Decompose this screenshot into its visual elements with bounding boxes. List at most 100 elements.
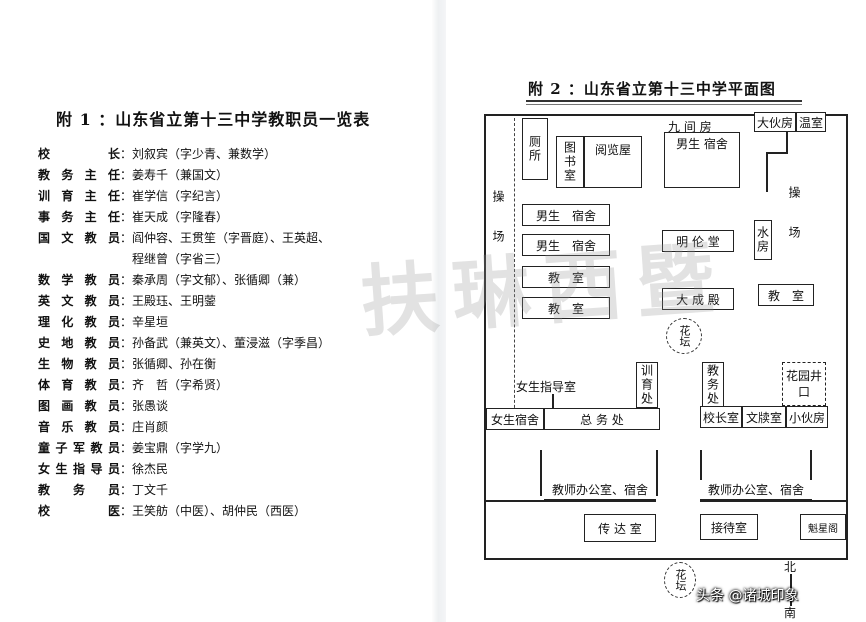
arrow-line [552,394,554,408]
staff-role: 英文教员 [38,294,120,308]
staff-role: 女生指导员 [38,462,120,476]
south-wall [700,500,848,502]
staff-names: 齐 哲（字希贤） [132,378,229,392]
nine-rooms-label: 九 间 房 [668,120,712,134]
staff-role: 校 医 [38,504,120,518]
toilet: 厕所 [522,118,548,180]
staff-row: 数学教员：秦承周（字文郁）、张循卿（兼） [38,270,418,291]
staff-row: 图画教员：张愚谈 [38,396,418,417]
boys-dorm-2: 男生 宿舍 [522,234,610,256]
path-line [766,152,768,192]
classroom-2: 教 室 [522,297,610,319]
playground-left: 操 场 [491,190,505,254]
staff-names: 徐杰民 [132,462,169,476]
gatehouse: 传 达 室 [584,514,656,542]
left-page: 附 1 ：山东省立第十三中学教职员一览表 校 长：刘叙宾（字少青、兼数学） 教务… [0,0,432,622]
teacher-office-1: 教师办公室、宿舍 [544,480,656,500]
staff-row: 英文教员：王殿珏、王明蓥 [38,291,418,312]
staff-row: 史地教员：孙备武（兼英文）、董浸滋（字季昌） [38,333,418,354]
path-line [766,152,788,154]
staff-names: 崔学信（字纪言） [132,189,229,203]
staff-names: 张循卿、孙在衡 [132,357,217,371]
staff-role: 体育教员 [38,378,120,392]
staff-role: 国文教员 [38,231,120,245]
flower-bed-2: 花坛 [664,562,696,598]
water-room: 水房 [754,220,772,260]
staff-role: 校 长 [38,147,120,161]
staff-row: 校 医：王笑舫（中医）、胡仲民（西医） [38,501,418,522]
document-room: 文牍室 [742,406,786,428]
staff-role: 训育主任 [38,189,120,203]
staff-row: 理化教员：辛星垣 [38,312,418,333]
staff-names: 辛星垣 [132,315,169,329]
flower-bed-1-label: 花坛 [678,325,691,347]
campus-boundary [484,114,848,560]
staff-row: 训育主任：崔学信（字纪言） [38,186,418,207]
inner-wall-dashed [514,118,515,418]
staff-names: 崔天成（字隆春） [132,210,229,224]
academic-office: 教务处 [702,362,724,408]
garden-well: 花园井口 [782,362,826,406]
staff-row: 体育教员：齐 哲（字希贤） [38,375,418,396]
staff-row: 女生指导员：徐杰民 [38,459,418,480]
staff-list-title: 附 1 ：山东省立第十三中学教职员一览表 [56,110,371,129]
title-underline [526,100,802,102]
path-line [786,132,788,154]
boys-dorm-top: 男生 宿舍 [664,132,740,188]
staff-list: 校 长：刘叙宾（字少青、兼数学） 教务主任：姜寿千（兼国文） 训育主任：崔学信（… [38,144,418,522]
staff-row: 童子军教员：姜宝鼎（字学九） [38,438,418,459]
source-credit: 头条 @诸城印象 [696,588,799,604]
teacher-office-2: 教师办公室、宿舍 [700,480,812,500]
library: 图书室 [556,136,584,188]
courtyard-wall [540,450,542,496]
discipline-office: 训育处 [636,362,658,408]
staff-role: 音乐教员 [38,420,120,434]
staff-role: 生物教员 [38,357,120,371]
principal-room: 校长室 [700,406,742,428]
staff-names: 王殿珏、王明蓥 [132,294,217,308]
staff-names: 庄肖颜 [132,420,169,434]
staff-names-line2: 程继曾（字省三） [132,252,229,266]
staff-names: 张愚谈 [132,399,169,413]
compass-north: 北 [784,560,797,574]
kuixing-pavilion: 魁星阁 [800,514,846,540]
staff-row: 生物教员：张循卿、孙在衡 [38,354,418,375]
staff-role: 教务主任 [38,168,120,182]
bathhouse: 温室 [796,112,826,132]
staff-row: 教务主任：姜寿千（兼国文） [38,165,418,186]
staff-names: 阎仲容、王贯笙（字晋庭）、王英超、程继曾（字省三） [132,228,418,270]
staff-names: 姜宝鼎（字学九） [132,441,229,455]
small-kitchen: 小伙房 [786,406,828,428]
right-page [446,0,866,622]
staff-role: 童子军教员 [38,441,120,455]
staff-role: 事务主任 [38,210,120,224]
title-underline-thin [526,104,802,105]
reception-room: 接待室 [700,514,758,540]
boys-dorm-1: 男生 宿舍 [522,204,610,226]
courtyard-wall [656,450,658,496]
book-gutter [432,0,446,622]
courtyard-wall [700,450,702,496]
staff-names: 王笑舫（中医）、胡仲民（西医） [132,504,307,518]
dacheng-hall: 大 成 殿 [662,288,734,310]
compass-needle [790,574,792,606]
general-affairs-office: 总 务 处 [544,408,660,430]
staff-row: 事务主任：崔天成（字隆春） [38,207,418,228]
staff-role: 史地教员 [38,336,120,350]
staff-names: 刘叙宾（字少青、兼数学） [132,147,277,161]
courtyard-wall [810,450,812,496]
staff-role: 理化教员 [38,315,120,329]
flower-bed-1: 花坛 [666,318,702,354]
classroom-3: 教 室 [758,284,814,306]
flower-bed-2-label: 花坛 [674,569,687,591]
staff-names: 姜寿千（兼国文） [132,168,229,182]
staff-names-line1: 阎仲容、王贯笙（字晋庭）、王英超、 [132,231,331,245]
map-title: 附 2 ：山东省立第十三中学平面图 [528,80,776,98]
girls-dorm: 女生宿舍 [486,408,544,430]
girls-guide-room-label: 女生指导室 [516,380,577,394]
staff-row: 音乐教员：庄肖颜 [38,417,418,438]
reading-room: 阅览屋 [584,136,642,188]
south-wall [486,500,656,502]
staff-names: 丁文千 [132,483,169,497]
staff-role: 图画教员 [38,399,120,413]
